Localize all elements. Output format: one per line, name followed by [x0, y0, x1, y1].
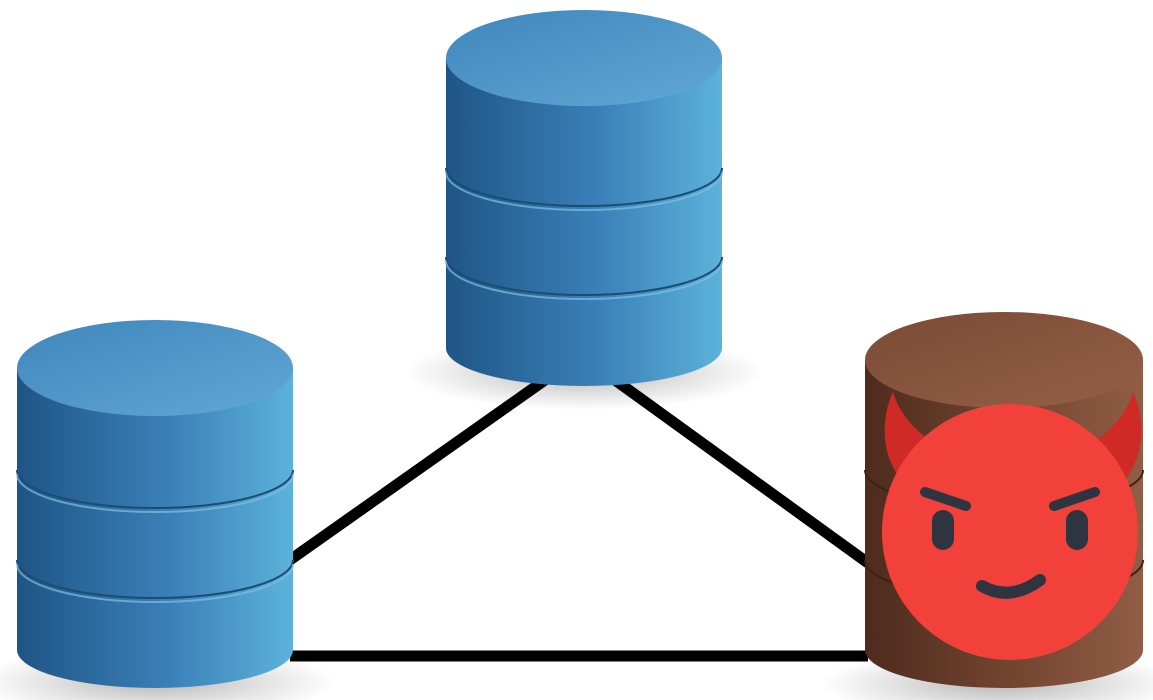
database-top[interactable]	[404, 10, 764, 410]
database-left[interactable]	[0, 320, 336, 700]
devil-face-icon	[882, 392, 1147, 661]
connection-lines	[286, 375, 872, 662]
link-top-left	[286, 375, 549, 565]
link-top-right	[611, 375, 872, 568]
database-right-malicious[interactable]	[820, 312, 1153, 700]
